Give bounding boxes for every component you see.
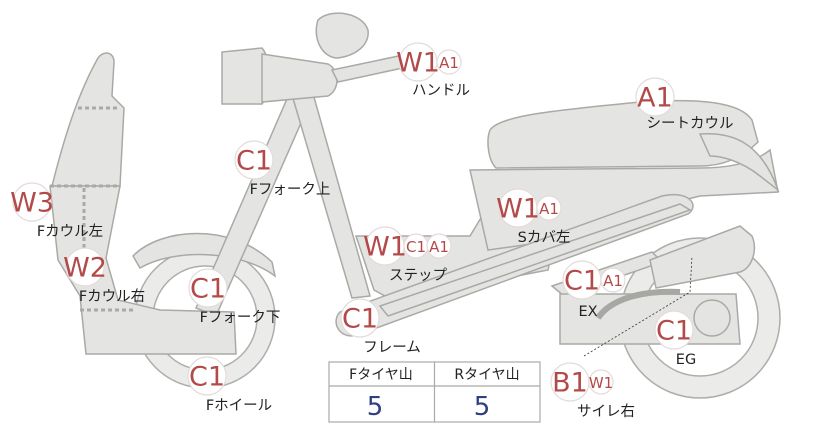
part-name: Fカウル左	[37, 223, 103, 240]
code-badge-text: A1	[603, 272, 623, 290]
code-badge-text: W2	[63, 253, 107, 284]
seat-icon	[487, 99, 759, 169]
code-badge-text: A1	[439, 54, 459, 72]
code-badge	[187, 356, 227, 396]
part-name: Fフォーク上	[250, 181, 331, 198]
code-badge-text: C1	[656, 316, 692, 347]
code-badge	[635, 77, 675, 117]
code-badge	[65, 247, 105, 287]
part-label-frame: C1 フレーム	[340, 298, 421, 356]
code-badge-text: A1	[637, 83, 673, 114]
part-name: EG	[676, 352, 696, 368]
front-cowl-left-icon	[51, 52, 125, 187]
code-badge	[536, 195, 562, 221]
part-name: フレーム	[363, 340, 421, 356]
code-badge-text: C1	[236, 146, 272, 177]
code-badge-text: W1	[396, 48, 440, 79]
part-name: EX	[578, 304, 597, 320]
code-badge	[436, 49, 462, 75]
code-badge-text: C1	[406, 238, 426, 256]
front-tire-value: 5	[367, 392, 384, 422]
part-name: シートカウル	[647, 115, 734, 132]
tire-table: Fタイヤ山 Rタイヤ山 5 5	[328, 361, 541, 423]
part-name: Fホイール	[206, 398, 272, 414]
code-badge	[426, 233, 452, 259]
code-badge-text: W3	[10, 188, 54, 219]
code-badge	[600, 267, 626, 293]
code-badge-text: W1	[589, 374, 613, 392]
part-name: Fフォーク下	[200, 309, 281, 326]
front-cowl-right-icon	[49, 185, 237, 355]
code-badge-text: A1	[429, 238, 449, 256]
code-badge	[234, 140, 274, 180]
code-badge	[588, 369, 614, 395]
part-name: Sカバ左	[518, 229, 571, 246]
code-badge-text: C1	[564, 266, 600, 297]
part-name: ハンドル	[412, 83, 470, 99]
part-name: ステップ	[389, 267, 447, 284]
code-badge	[654, 310, 694, 350]
code-badge	[340, 298, 380, 338]
code-badge-text: C1	[342, 304, 378, 335]
code-badge	[188, 268, 228, 308]
front-tire-header: Fタイヤ山	[349, 367, 413, 383]
part-name: サイレ右	[577, 403, 635, 420]
code-badge-text: W1	[496, 194, 540, 225]
code-badge	[12, 182, 52, 222]
mirror-icon	[315, 12, 369, 59]
rear-tire-header: Rタイヤ山	[454, 367, 519, 383]
code-badge-text: A1	[539, 200, 559, 218]
rear-tire-value: 5	[474, 392, 491, 422]
code-badge-text: C1	[190, 274, 226, 305]
code-badge-text: W1	[363, 232, 407, 263]
code-badge-text: B1	[552, 368, 588, 399]
part-name: Fカウル右	[79, 288, 145, 305]
code-badge-text: C1	[189, 362, 225, 393]
